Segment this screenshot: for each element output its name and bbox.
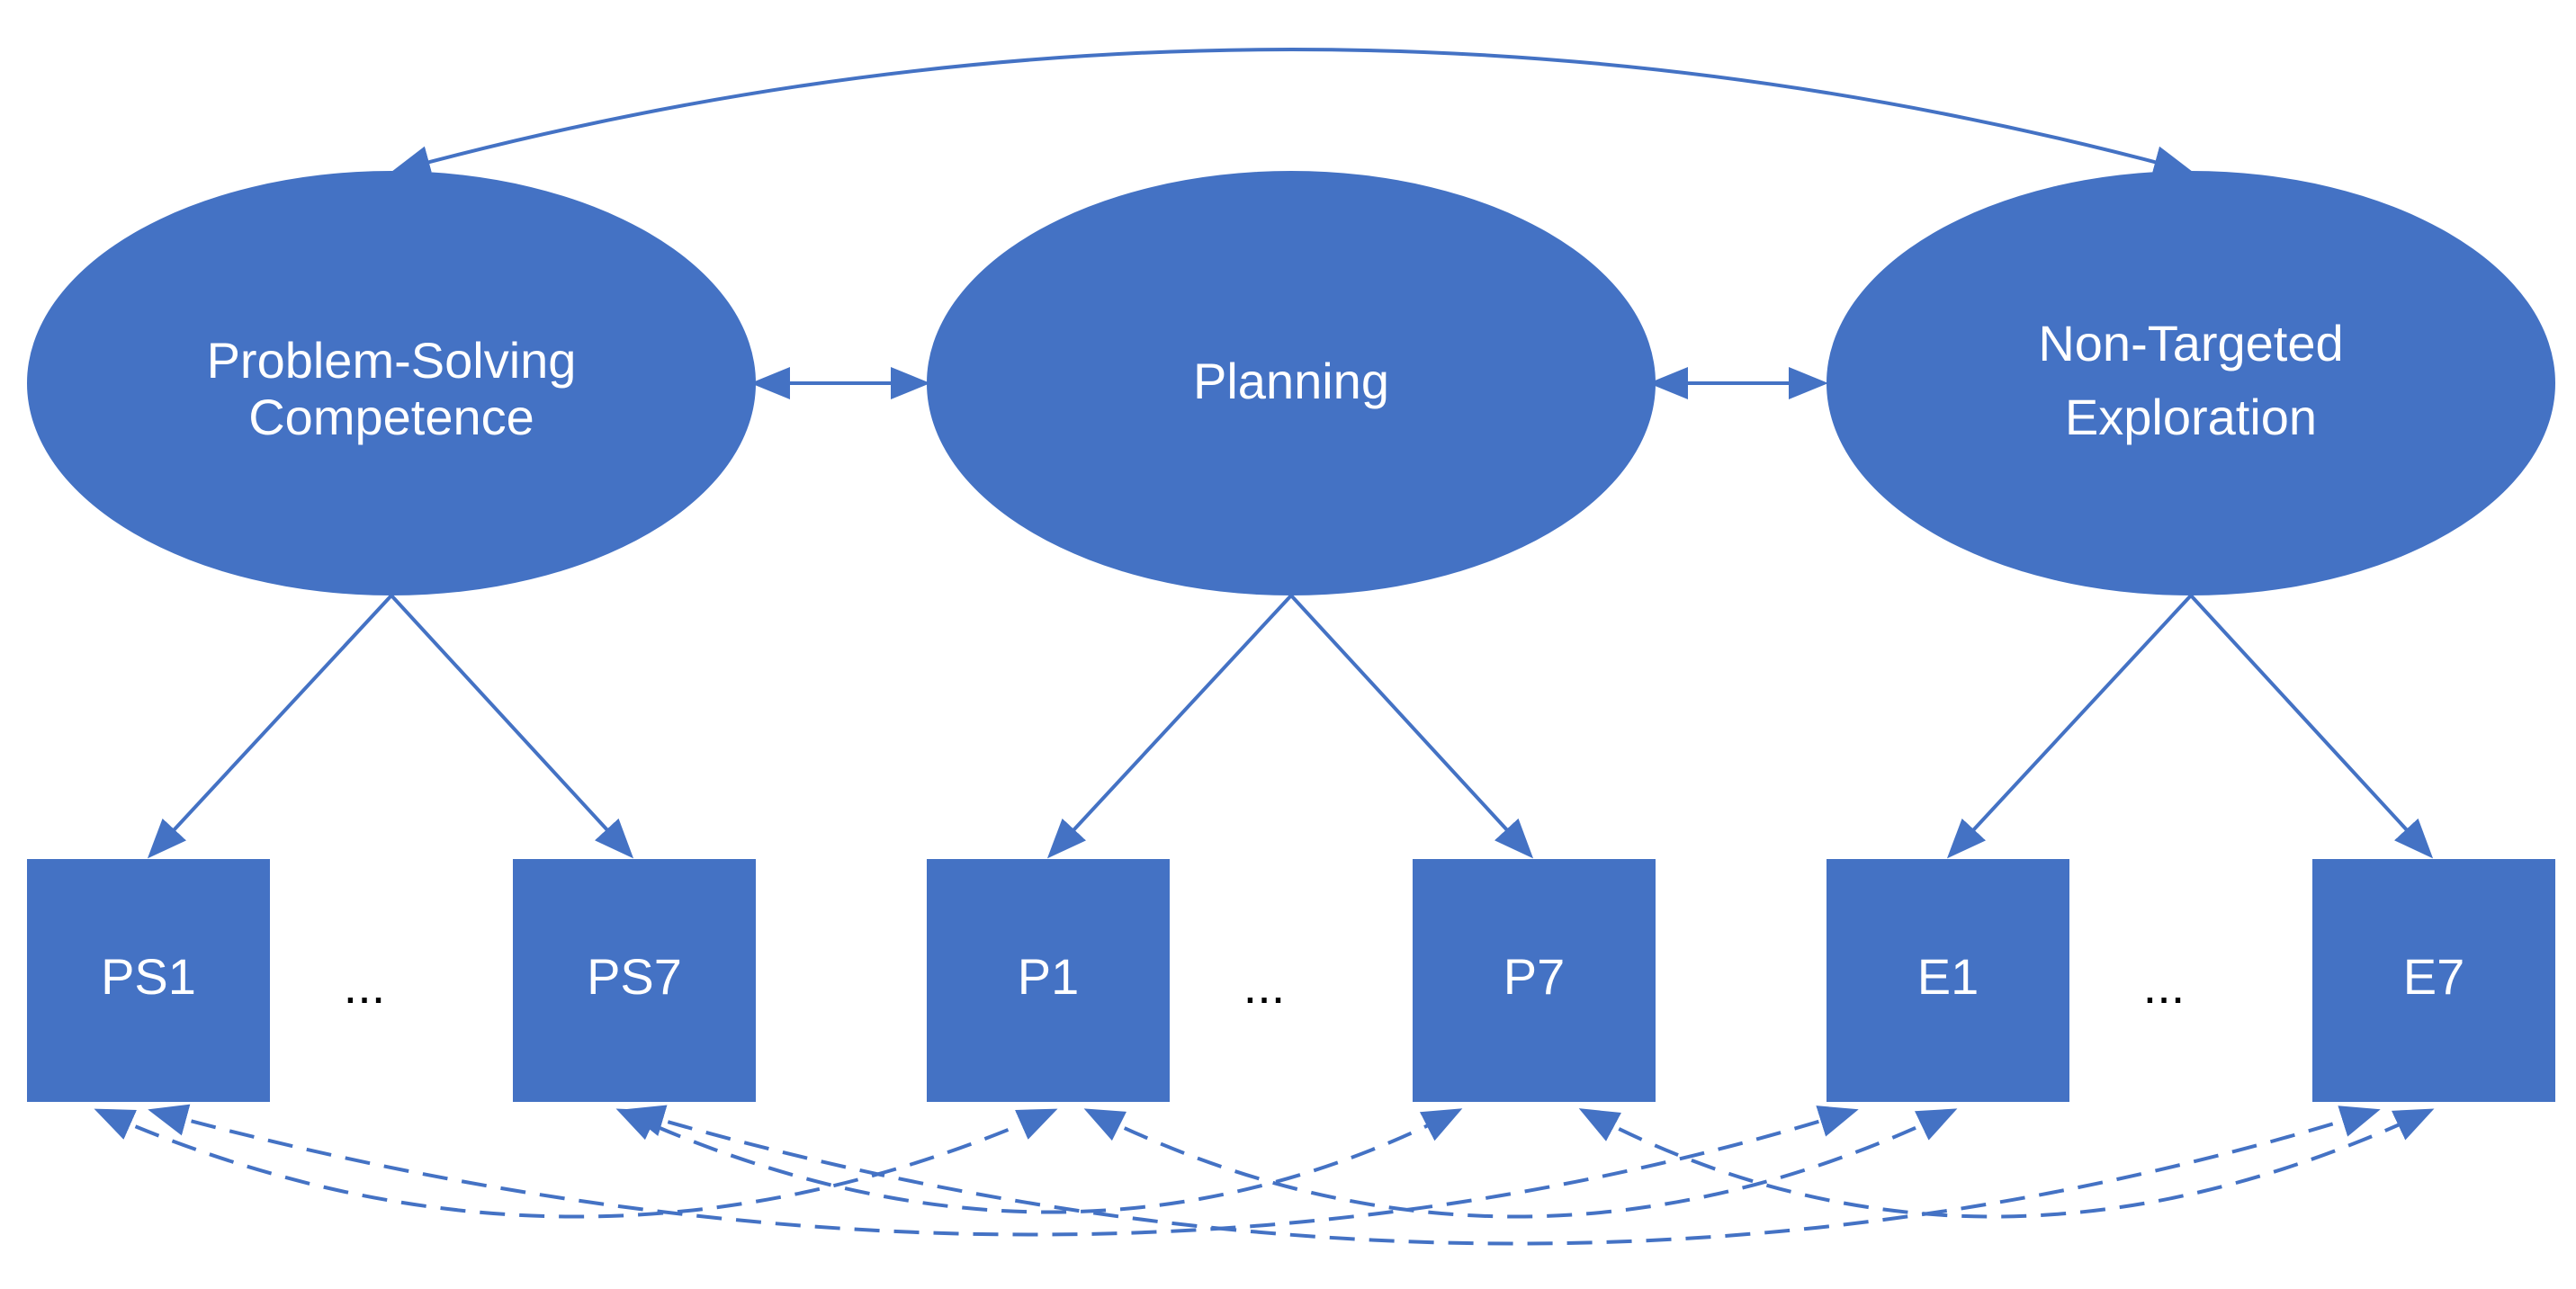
factor-label-line-2: Competence — [248, 389, 534, 445]
factor-label-line-2: Exploration — [2065, 389, 2317, 445]
residual-cov-ps1-p1 — [94, 1108, 1058, 1219]
indicator-box — [27, 859, 270, 1102]
loading-e-e1-arrow — [1946, 594, 2193, 859]
latent-factor-e: Non-Targeted Exploration — [1827, 171, 2555, 595]
factor-ellipse — [1827, 171, 2555, 595]
loading-ps-ps7-arrow — [390, 594, 634, 859]
loading-ps-ps1-arrow — [147, 594, 393, 859]
loading-p-p1-arrow — [1046, 594, 1293, 859]
indicator-e1: E1 — [1827, 859, 2069, 1102]
indicator-label: PS7 — [587, 948, 682, 1005]
indicator-label: E7 — [2403, 948, 2465, 1005]
ellipsis-ps: ... — [344, 957, 386, 1014]
indicator-label: E1 — [1917, 948, 1979, 1005]
ellipsis-p: ... — [1243, 957, 1286, 1014]
indicator-box — [1827, 859, 2069, 1102]
indicator-label: PS1 — [101, 948, 196, 1005]
factor-label-line-1: Planning — [1193, 353, 1389, 409]
residual-cov-ps7-e7 — [624, 1105, 2381, 1246]
indicator-p1: P1 — [927, 859, 1170, 1102]
indicator-p7: P7 — [1413, 859, 1656, 1102]
residual-cov-ps1-e1 — [148, 1104, 1859, 1237]
loading-e-e7-arrow — [2189, 594, 2434, 859]
factor-label-line-1: Problem-Solving — [207, 332, 577, 389]
indicator-box — [513, 859, 756, 1102]
latent-factor-p: Planning — [927, 171, 1656, 595]
residual-cov-p7-e7 — [1578, 1108, 2435, 1219]
factor-label-line-1: Non-Targeted — [2038, 315, 2343, 371]
ellipsis-e: ... — [2143, 957, 2186, 1014]
indicator-label: P1 — [1018, 948, 1080, 1005]
indicator-e7: E7 — [2312, 859, 2555, 1102]
loading-p-p7-arrow — [1289, 594, 1534, 859]
residual-cov-p1-e1 — [1083, 1108, 1958, 1219]
residual-cov-ps7-p7 — [615, 1108, 1463, 1214]
factor-ellipse — [27, 171, 756, 595]
indicator-ps7: PS7 — [513, 859, 756, 1102]
indicator-label: P7 — [1503, 948, 1566, 1005]
indicator-ps1: PS1 — [27, 859, 270, 1102]
indicator-box — [1413, 859, 1656, 1102]
indicator-box — [927, 859, 1170, 1102]
corr-ps-e-arrow — [390, 48, 2194, 178]
latent-factor-ps: Problem-Solving Competence — [27, 171, 756, 595]
factor-ellipse — [927, 171, 1656, 595]
indicator-box — [2312, 859, 2555, 1102]
